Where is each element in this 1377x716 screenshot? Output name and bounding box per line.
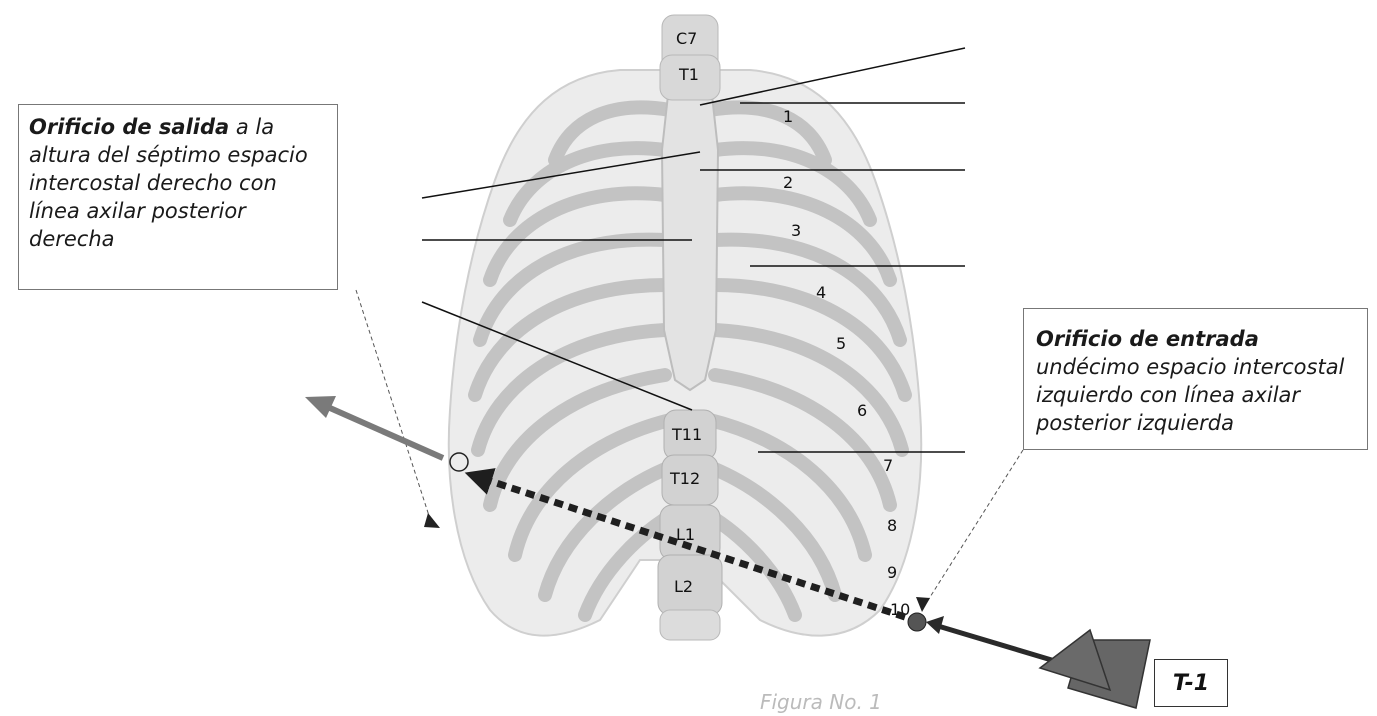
vertebra-t12: T12 <box>669 469 700 488</box>
rib-label-3: 3 <box>791 221 801 240</box>
exit-arrow <box>305 396 443 458</box>
vertebra-c7: C7 <box>676 29 697 48</box>
figure-caption: Figura No. 1 <box>760 690 882 714</box>
entry-arrow <box>926 616 1150 708</box>
rib-label-2: 2 <box>783 173 793 192</box>
sternum <box>662 95 718 390</box>
rib-label-7: 7 <box>883 456 893 475</box>
rib-label-5: 5 <box>836 334 846 353</box>
entry-orifice-callout: Orificio de entrada undécimo espacio int… <box>1023 308 1368 450</box>
rib-label-6: 6 <box>857 401 867 420</box>
vertebra-l2: L2 <box>674 577 693 596</box>
vertebra-t1: T1 <box>678 65 699 84</box>
t1-tag-box: T-1 <box>1154 659 1228 707</box>
rib-label-8: 8 <box>887 516 897 535</box>
rib-label-9: 9 <box>887 563 897 582</box>
t1-tag-label: T-1 <box>1173 671 1209 696</box>
exit-orifice-callout: Orificio de salida a la altura del sépti… <box>18 104 338 290</box>
entry-callout-text: undécimo espacio intercostal izquierdo c… <box>1036 355 1344 435</box>
entry-callout-title: Orificio de entrada <box>1036 327 1259 351</box>
entry-orifice-marker <box>908 613 926 631</box>
rib-label-4: 4 <box>816 283 826 302</box>
vertebra-l1: L1 <box>676 525 695 544</box>
entry-pointer-arrowhead <box>916 597 930 612</box>
vertebra-t11: T11 <box>671 425 702 444</box>
exit-callout-title: Orificio de salida <box>29 115 229 139</box>
exit-pointer-line <box>356 290 432 525</box>
entry-pointer-line <box>925 450 1023 605</box>
exit-pointer-arrowhead <box>424 513 440 528</box>
rib-label-1: 1 <box>783 107 793 126</box>
